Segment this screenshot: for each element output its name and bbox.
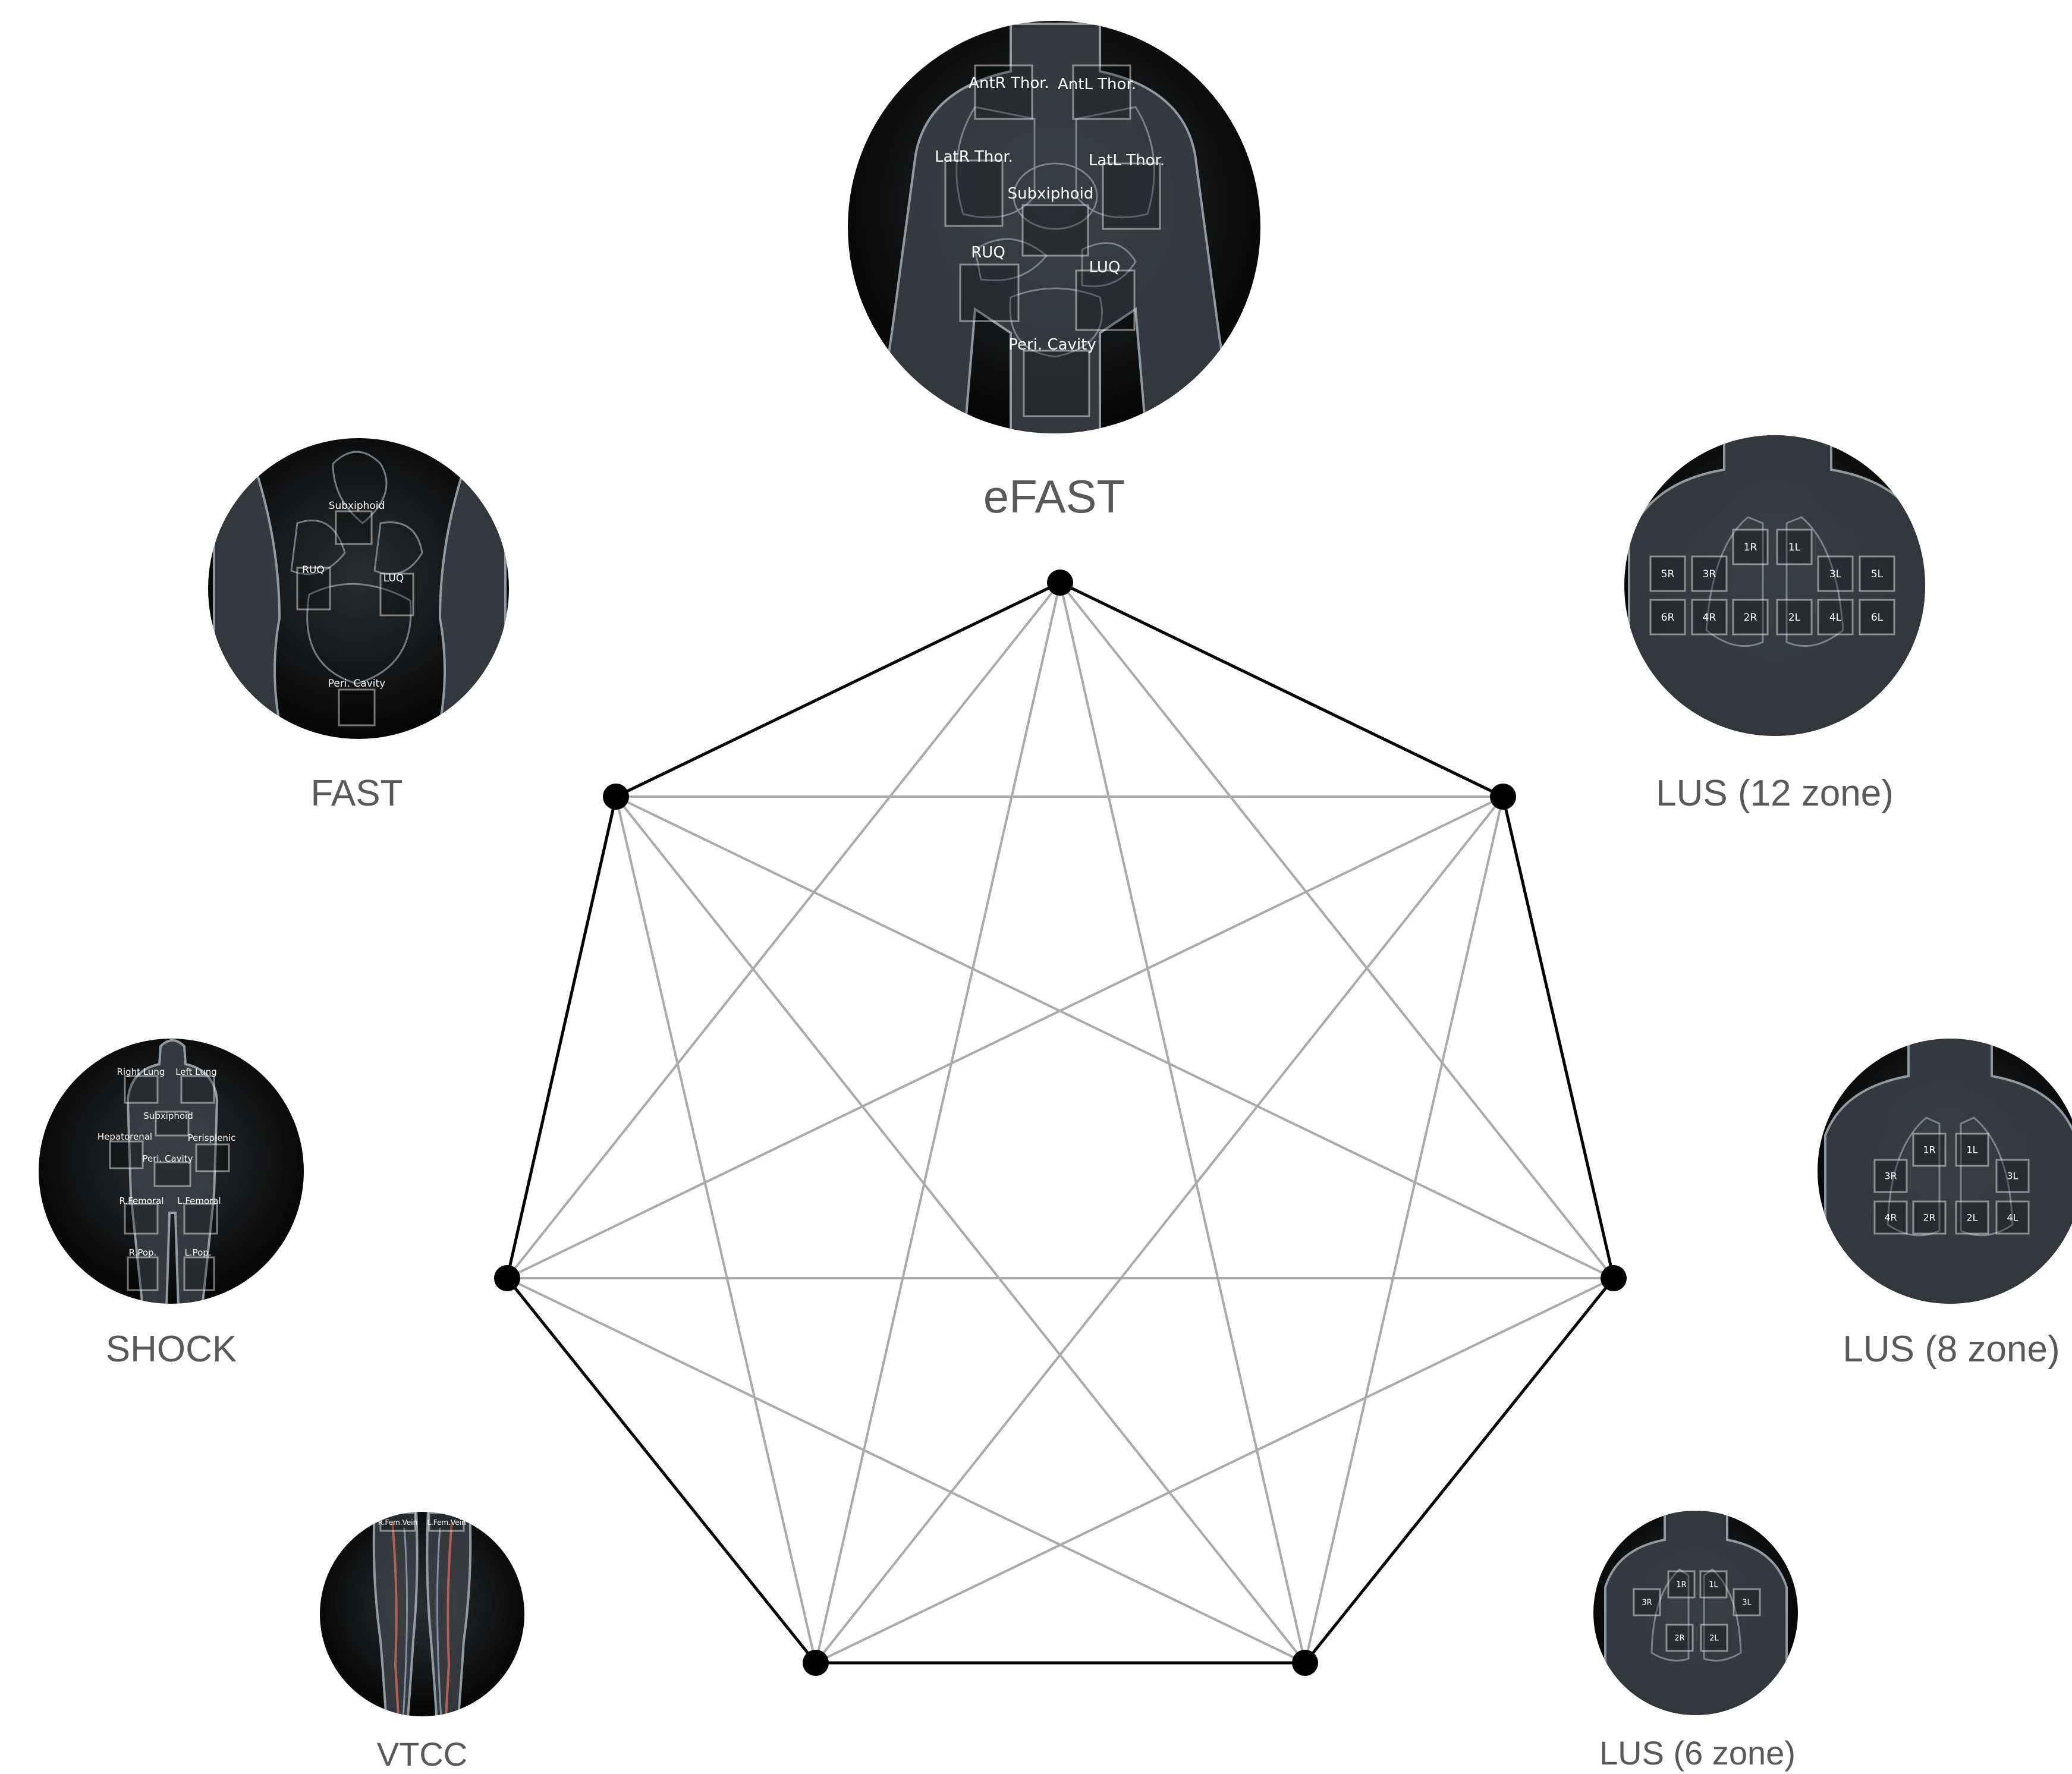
graph-node	[494, 1265, 520, 1291]
lus-12-zone-thumbnail: 1R 1L 5R 3R 3L 5L 6R 4R 2R 2L 4L 6L	[1624, 428, 1926, 749]
lung-zone-label: 5R	[1661, 568, 1675, 580]
graph-inner-edge	[1060, 583, 1614, 1278]
vtcc-thumbnail: R.Fem.Vein L.Fem.Vein	[320, 1510, 524, 1724]
lung-zone-label: 2L	[1788, 612, 1801, 624]
shock-zone-label: Hepatorenal	[98, 1131, 152, 1142]
fast-label: FAST	[310, 773, 403, 814]
vtcc-label: VTCC	[377, 1735, 467, 1773]
lus-6-zone-label: LUS (6 zone)	[1599, 1734, 1796, 1772]
shock-zone-label: Subxiphoid	[143, 1111, 193, 1121]
graph-inner-edge	[816, 797, 1503, 1663]
fast-zone-label: LUQ	[383, 573, 404, 584]
fast-zone-label: Subxiphoid	[329, 500, 385, 512]
lung-zone-label: 1R	[1744, 542, 1757, 553]
graph-inner-edge	[816, 1278, 1614, 1663]
shock-zone-label: Left Lung	[175, 1067, 217, 1077]
graph-inner-edge	[1060, 583, 1305, 1663]
protocol-shock[interactable]: Right Lung Left Lung Subxiphoid Hepatore…	[39, 1039, 304, 1370]
efast-zone-label: LatR Thor.	[935, 148, 1013, 166]
graph-outer-edge	[1060, 583, 1503, 797]
lung-zone-label: 3L	[1742, 1599, 1752, 1608]
graph-inner-edge	[507, 797, 1503, 1278]
graph-inner-edge	[616, 797, 1614, 1278]
lung-zone-label: 1L	[1788, 542, 1801, 553]
graph-node	[1490, 784, 1516, 810]
shock-label: SHOCK	[106, 1329, 237, 1370]
lung-zone-label: 2L	[1966, 1212, 1977, 1223]
shock-zone-label: Peri. Cavity	[142, 1153, 193, 1164]
efast-zone-label: LatL Thor.	[1089, 152, 1165, 169]
lung-zone-label: 2L	[1709, 1634, 1719, 1643]
shock-zone-label: R.Pop.	[129, 1247, 157, 1258]
efast-label: eFAST	[983, 470, 1125, 523]
lung-zone-label: 4R	[1703, 612, 1716, 624]
efast-zone-label: AntR Thor.	[969, 74, 1049, 92]
graph-inner-edge	[816, 583, 1060, 1663]
lung-zone-label: 6R	[1661, 612, 1675, 624]
graph-outer-edges	[507, 583, 1614, 1663]
graph-inner-edge	[507, 583, 1060, 1278]
lung-zone-label: 4R	[1884, 1212, 1897, 1223]
lung-zone-label: 2R	[1744, 612, 1757, 624]
efast-zone-label: Peri. Cavity	[1008, 336, 1096, 354]
efast-thumbnail: AntR Thor. AntL Thor. LatR Thor. LatL Th…	[848, 21, 1260, 452]
efast-zone-label: LUQ	[1089, 259, 1121, 276]
lung-zone-label: 1R	[1923, 1144, 1935, 1156]
lung-zone-label: 5L	[1871, 568, 1884, 580]
lung-zone-label: 1L	[1966, 1144, 1977, 1156]
graph-node	[803, 1650, 829, 1676]
protocol-fast[interactable]: Subxiphoid RUQ LUQ Peri. Cavity FAST	[208, 438, 509, 814]
lung-zone-label: 3R	[1642, 1599, 1652, 1608]
lus-6-zone-thumbnail: 1R 1L 3R 3L 2R 2L	[1593, 1510, 1798, 1718]
graph-inner-edge	[507, 1278, 1305, 1663]
fast-thumbnail: Subxiphoid RUQ LUQ Peri. Cavity	[208, 438, 509, 749]
vtcc-zone-label: R.Fem.Vein	[378, 1518, 417, 1527]
lung-zone-label: 1L	[1709, 1581, 1718, 1590]
fast-zone-label: RUQ	[302, 564, 325, 576]
graph-outer-edge	[507, 797, 616, 1278]
efast-zone-label: RUQ	[971, 244, 1005, 262]
graph-node	[603, 784, 629, 810]
lus-8-zone-thumbnail: 1R 1L 3R 3L 4R 2R 2L 4L	[1818, 1034, 2072, 1308]
lung-zone-label: 3R	[1703, 568, 1716, 580]
protocol-efast[interactable]: AntR Thor. AntL Thor. LatR Thor. LatL Th…	[848, 21, 1260, 523]
lung-zone-label: 2R	[1674, 1634, 1684, 1643]
shock-thumbnail: Right Lung Left Lung Subxiphoid Hepatore…	[39, 1039, 304, 1308]
lung-zone-label: 3L	[2007, 1171, 2018, 1182]
graph-outer-edge	[1305, 1278, 1614, 1663]
graph-node	[1601, 1265, 1627, 1291]
lung-zone-label: 6L	[1871, 612, 1884, 624]
lus-8-zone-label: LUS (8 zone)	[1843, 1329, 2060, 1370]
protocol-lus-12-zone[interactable]: 1R 1L 5R 3R 3L 5L 6R 4R 2R 2L 4L 6L LUS (12 zone)	[1624, 428, 1926, 814]
protocol-vtcc[interactable]: R.Fem.Vein L.Fem.Vein VTCC	[320, 1510, 524, 1773]
vtcc-zone-label: L.Fem.Vein	[427, 1518, 466, 1527]
shock-zone-label: Perisplenic	[188, 1133, 236, 1143]
lus-12-zone-label: LUS (12 zone)	[1656, 773, 1894, 814]
lung-zone-label: 4L	[1829, 612, 1842, 624]
graph-inner-edges	[507, 583, 1614, 1663]
lung-zone-label: 1R	[1676, 1581, 1686, 1590]
efast-zone-label: AntL Thor.	[1058, 76, 1136, 93]
graph-outer-edge	[1503, 797, 1614, 1278]
lung-zone-label: 2R	[1923, 1212, 1935, 1223]
shock-zone-label: L.Femoral	[177, 1196, 221, 1206]
graph-nodes	[494, 570, 1627, 1676]
shock-zone-label: R.Femoral	[119, 1196, 164, 1206]
graph-outer-edge	[507, 1278, 816, 1663]
lung-zone-label: 3R	[1884, 1171, 1897, 1182]
graph-node	[1292, 1650, 1318, 1676]
efast-zone-label: Subxiphoid	[1008, 185, 1094, 203]
protocol-lus-6-zone[interactable]: 1R 1L 3R 3L 2R 2L LUS (6 zone)	[1593, 1510, 1798, 1772]
shock-zone-label: L.Pop.	[184, 1247, 211, 1258]
graph-node	[1047, 570, 1073, 596]
shock-zone-label: Right Lung	[117, 1067, 165, 1077]
fast-zone-label: Peri. Cavity	[328, 678, 385, 690]
lung-zone-label: 3L	[1829, 568, 1842, 580]
protocol-lus-8-zone[interactable]: 1R 1L 3R 3L 4R 2R 2L 4L LUS (8 zone)	[1818, 1034, 2072, 1370]
graph-outer-edge	[616, 583, 1060, 797]
lung-zone-label: 4L	[2007, 1212, 2018, 1223]
graph-inner-edge	[616, 797, 1305, 1663]
